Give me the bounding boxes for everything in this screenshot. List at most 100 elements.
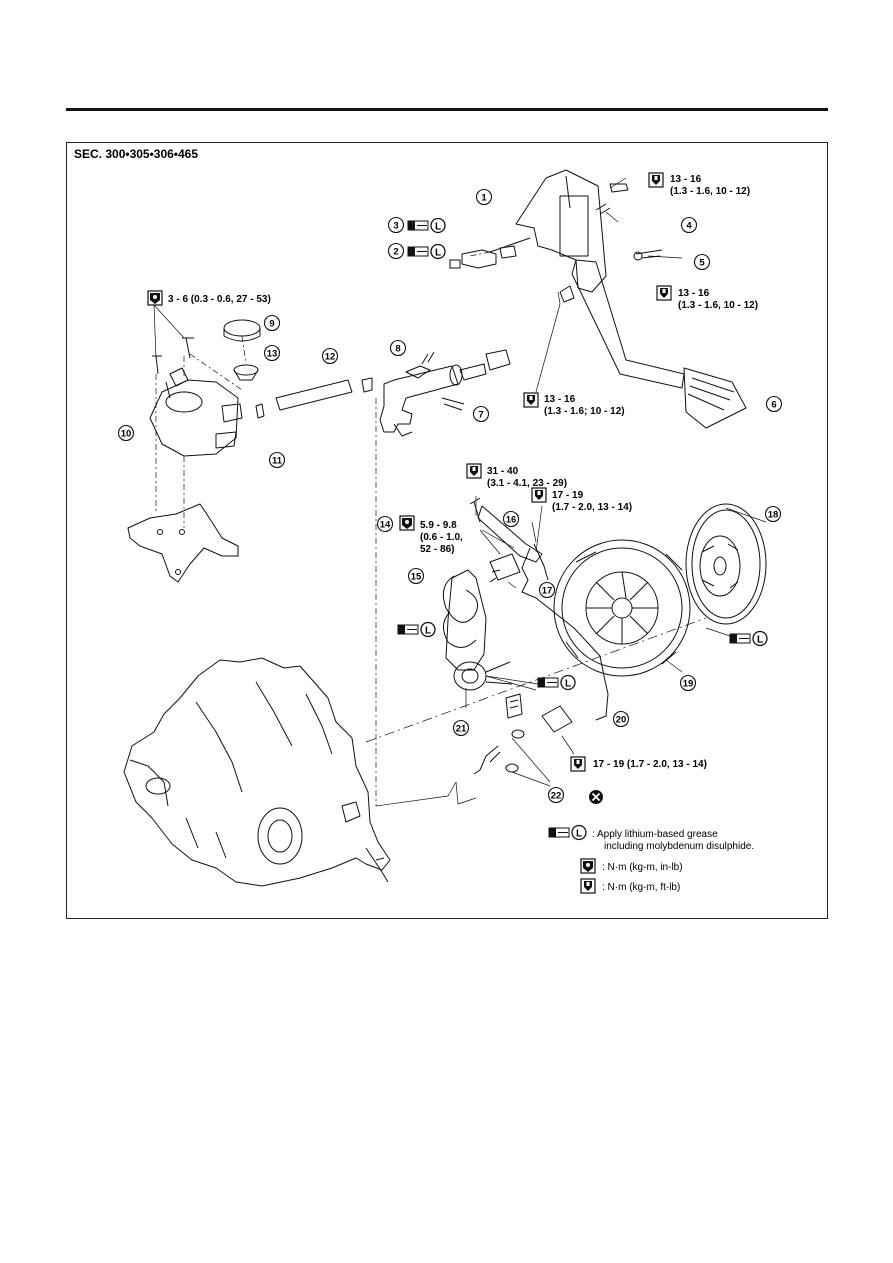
callout-22: 22 [547, 786, 565, 804]
clutch-pedal-assembly [449, 169, 747, 429]
torque-ftlb-icon [656, 285, 672, 301]
header-rule [66, 108, 828, 111]
svg-text:16: 16 [506, 515, 517, 526]
callout-4: 4 [680, 216, 698, 234]
legend-ftlb: : N·m (kg-m, ft-lb) [580, 878, 680, 894]
svg-text:18: 18 [768, 510, 779, 521]
legend-inlb: : N·m (kg-m, in-lb) [580, 858, 683, 874]
torque-spec-8: 17 - 19 (1.7 - 2.0, 13 - 14) [570, 756, 707, 772]
svg-text:21: 21 [456, 724, 467, 735]
callout-10: 10 [117, 424, 135, 442]
torque-inlb-icon [147, 290, 163, 306]
grease-icon [729, 630, 768, 647]
svg-text:3 - 6 (0.3 - 0.6, 27 - 53): 3 - 6 (0.3 - 0.6, 27 - 53) [168, 294, 271, 305]
callout-20: 20 [612, 710, 630, 728]
callout-9: 9 [263, 314, 281, 332]
callout-1: 1 [475, 188, 493, 206]
svg-text:11: 11 [272, 456, 283, 467]
svg-text:(1.3 - 1.6, 10 - 12): (1.3 - 1.6, 10 - 12) [678, 300, 758, 311]
callout-11: 11 [268, 451, 286, 469]
svg-text:6: 6 [771, 400, 776, 411]
callout-3: 3 [387, 216, 405, 234]
svg-text:9: 9 [269, 319, 274, 330]
torque-ftlb-icon [531, 487, 547, 503]
svg-text:(3.1 - 4.1, 23 - 29): (3.1 - 4.1, 23 - 29) [487, 478, 567, 489]
torque-inlb-icon [399, 515, 415, 531]
torque-ftlb-icon [570, 756, 586, 772]
transaxle-housing [123, 657, 391, 887]
torque-spec-7: 5.9 - 9.8 (0.6 - 1.0, 52 - 86) [399, 515, 463, 555]
svg-text:4: 4 [686, 221, 692, 232]
svg-text:7: 7 [478, 410, 483, 421]
clutch-system-exploded-diagram: L SEC. 300•305•306•465 [74, 147, 783, 894]
callout-19: 19 [679, 674, 697, 692]
callout-8: 8 [389, 339, 407, 357]
callout-17: 17 [538, 581, 556, 599]
svg-text:15: 15 [411, 572, 422, 583]
grease-2 [407, 243, 446, 260]
torque-ftlb-icon [648, 172, 664, 188]
svg-text:8: 8 [395, 344, 400, 355]
grease-18 [729, 630, 768, 647]
svg-text:(1.3 - 1.6; 10 - 12): (1.3 - 1.6; 10 - 12) [544, 406, 625, 417]
svg-text:52 - 86): 52 - 86) [420, 544, 454, 555]
torque-specs: 13 - 16 (1.3 - 1.6, 10 - 12) 13 - 16 (1.… [147, 172, 768, 804]
leader-lines [153, 177, 767, 807]
callout-2: 2 [387, 242, 405, 260]
torque-spec-3: 13 - 16 (1.3 - 1.6; 10 - 12) [523, 392, 625, 417]
callout-6: 6 [765, 395, 783, 413]
callout-5: 5 [693, 253, 711, 271]
hose-fittings [473, 693, 573, 775]
svg-text:5: 5 [699, 258, 705, 269]
svg-text:: Apply lithium-based grease: : Apply lithium-based grease [592, 829, 718, 840]
torque-ftlb-icon [523, 392, 539, 408]
reservoir-bracket [127, 503, 239, 583]
do-not-reuse-icon [589, 790, 603, 804]
torque-spec-1: 13 - 16 (1.3 - 1.6, 10 - 12) [648, 172, 750, 197]
clutch-disc [685, 503, 767, 625]
replace-22 [589, 790, 603, 804]
svg-text:14: 14 [380, 520, 391, 531]
callout-13: 13 [263, 344, 281, 362]
operating-cylinder-assembly [469, 497, 609, 721]
svg-text:(0.6 - 1.0,: (0.6 - 1.0, [420, 532, 463, 543]
torque-spec-6: 17 - 19 (1.7 - 2.0, 13 - 14) [531, 487, 632, 513]
svg-text:20: 20 [616, 715, 627, 726]
grease-icon [397, 621, 436, 638]
svg-text:(1.3 - 1.6, 10 - 12): (1.3 - 1.6, 10 - 12) [670, 186, 750, 197]
grease-icon [407, 217, 446, 234]
svg-text:17: 17 [542, 586, 553, 597]
master-cylinder-assembly [255, 349, 511, 437]
svg-text:: N·m (kg-m, in-lb): : N·m (kg-m, in-lb) [602, 862, 683, 873]
svg-text:17 - 19: 17 - 19 [552, 490, 584, 501]
grease-icon [548, 824, 587, 841]
svg-text:1: 1 [481, 193, 487, 204]
svg-text:(1.7 - 2.0, 13 - 14): (1.7 - 2.0, 13 - 14) [552, 502, 632, 513]
release-fork [442, 569, 513, 691]
svg-text:2: 2 [393, 247, 398, 258]
svg-text:10: 10 [121, 429, 132, 440]
svg-text:31 - 40: 31 - 40 [487, 466, 519, 477]
section-label: SEC. 300•305•306•465 [74, 147, 198, 161]
torque-spec-4: 3 - 6 (0.3 - 0.6, 27 - 53) [147, 290, 271, 306]
callouts: 1 2 3 4 5 6 7 8 [117, 188, 783, 804]
grease-15 [397, 621, 436, 638]
clutch-cover [553, 539, 691, 677]
svg-text:5.9 - 9.8: 5.9 - 9.8 [420, 520, 457, 531]
svg-text:13 - 16: 13 - 16 [678, 288, 710, 299]
grease-3 [407, 217, 446, 234]
svg-text:12: 12 [325, 352, 336, 363]
svg-text:: N·m (kg-m, ft-lb): : N·m (kg-m, ft-lb) [602, 882, 680, 893]
torque-spec-2: 13 - 16 (1.3 - 1.6, 10 - 12) [656, 285, 758, 311]
callout-21: 21 [452, 719, 470, 737]
grease-icon [407, 243, 446, 260]
torque-ftlb-icon [466, 463, 482, 479]
svg-text:17 - 19 (1.7 - 2.0, 13 - 14): 17 - 19 (1.7 - 2.0, 13 - 14) [593, 759, 707, 770]
callout-18: 18 [764, 505, 782, 523]
torque-spec-5: 31 - 40 (3.1 - 4.1, 23 - 29) [466, 463, 567, 489]
svg-text:13 - 16: 13 - 16 [670, 174, 702, 185]
grease-21 [537, 674, 576, 691]
legend: : Apply lithium-based grease including m… [548, 824, 754, 894]
torque-ftlb-icon [580, 878, 596, 894]
callout-7: 7 [472, 405, 490, 423]
